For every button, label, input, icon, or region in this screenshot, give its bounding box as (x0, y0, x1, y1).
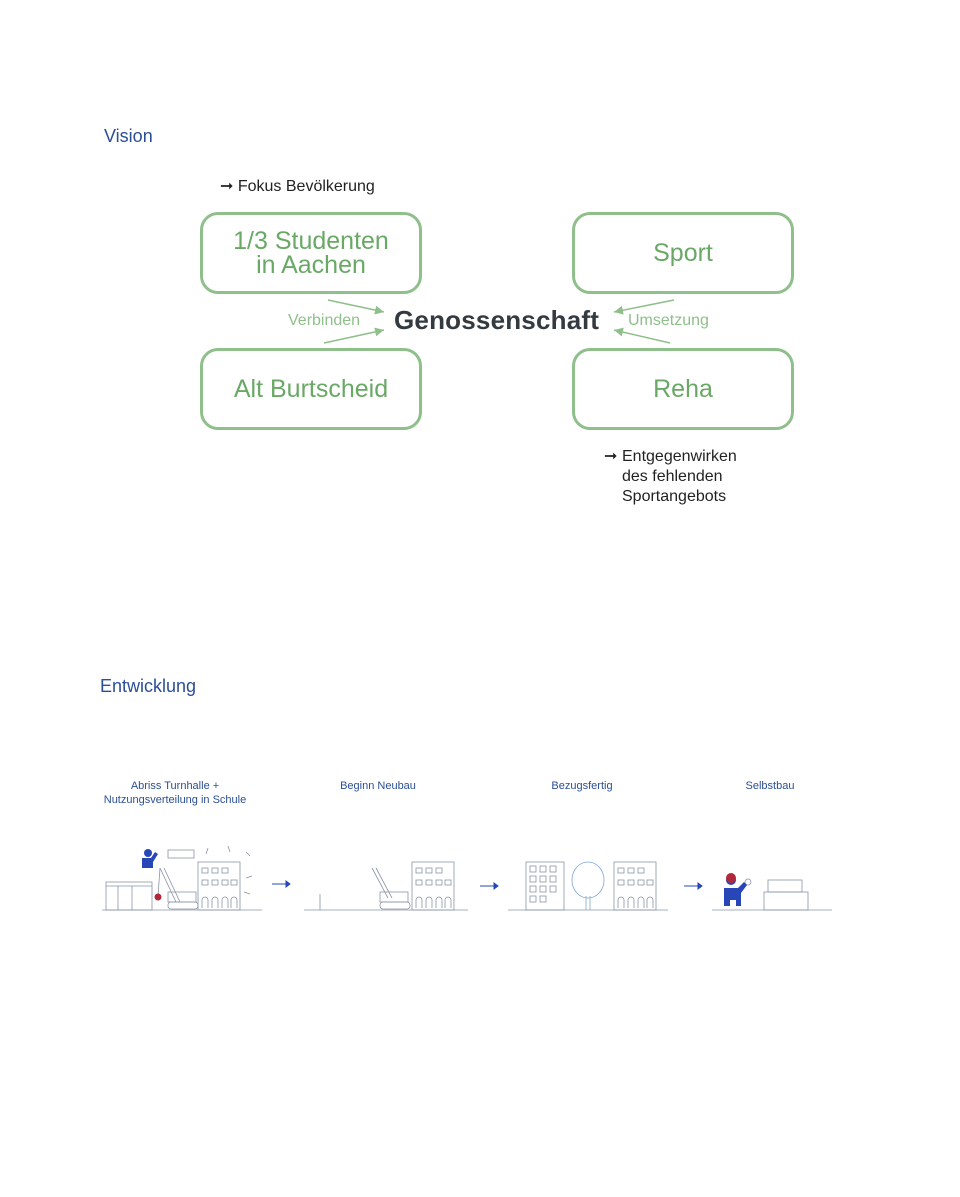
entwicklung-heading: Entwicklung (100, 676, 197, 696)
stage-label-demolition: Abriss Turnhalle + Nutzungsverteilung in… (95, 779, 255, 807)
reha-label: Reha (653, 375, 713, 403)
ready-illustration (508, 861, 668, 911)
stage-label-demolition-line1: Abriss Turnhalle + (130, 780, 220, 792)
timeline-arrow-3 (684, 882, 703, 890)
selfbuild-illustration (712, 878, 832, 911)
right-arrow-icon: ➞ (604, 448, 618, 465)
center-genossenschaft: Genossenschaft (394, 305, 600, 335)
wrecking-ball (154, 893, 162, 901)
focus-note: ➞ Fokus Bevölkerung (220, 177, 375, 197)
demolition-illustration (102, 845, 262, 911)
burtscheid-label: Alt Burtscheid (233, 375, 389, 403)
sport-box: Sport (572, 212, 794, 294)
bottom-note-line2: des fehlenden (622, 468, 723, 485)
students-box: 1/3 Studenten in Aachen (200, 212, 422, 294)
sport-label: Sport (653, 239, 713, 267)
arrow-bottom-right (613, 327, 671, 344)
left-arrow-label: Verbinden (288, 312, 361, 329)
students-line1: 1/3 Studenten (233, 227, 389, 255)
bottom-note-line3: Sportangebots (622, 488, 727, 505)
reha-box: Reha (572, 348, 794, 430)
vision-heading: Vision (104, 126, 153, 146)
helmet (726, 873, 736, 883)
stage-label-ready: Bezugsfertig (551, 780, 613, 792)
students-line2: in Aachen (256, 251, 366, 279)
right-arrow-label: Umsetzung (628, 312, 709, 329)
arrow-bottom-left (323, 327, 385, 344)
arrow-top-right (613, 299, 675, 315)
timeline-arrow-2 (480, 882, 499, 890)
focus-note-text: Fokus Bevölkerung (237, 178, 375, 195)
stage-label-construction: Beginn Neubau (340, 780, 416, 792)
right-arrow-icon: ➞ (220, 178, 234, 195)
bottom-note: ➞ Entgegenwirken des fehlenden Sportange… (604, 447, 737, 507)
arrow-top-left (327, 299, 385, 315)
timeline-arrow-1 (272, 880, 291, 888)
stage-label-demolition-line2: Nutzungsverteilung in Schule (103, 794, 247, 806)
worker-figure-1 (142, 849, 158, 868)
stage-label-selfbuild: Selbstbau (745, 780, 795, 792)
construction-illustration (304, 861, 468, 911)
bottom-note-line1: Entgegenwirken (622, 448, 737, 465)
burtscheid-box: Alt Burtscheid (200, 348, 422, 430)
